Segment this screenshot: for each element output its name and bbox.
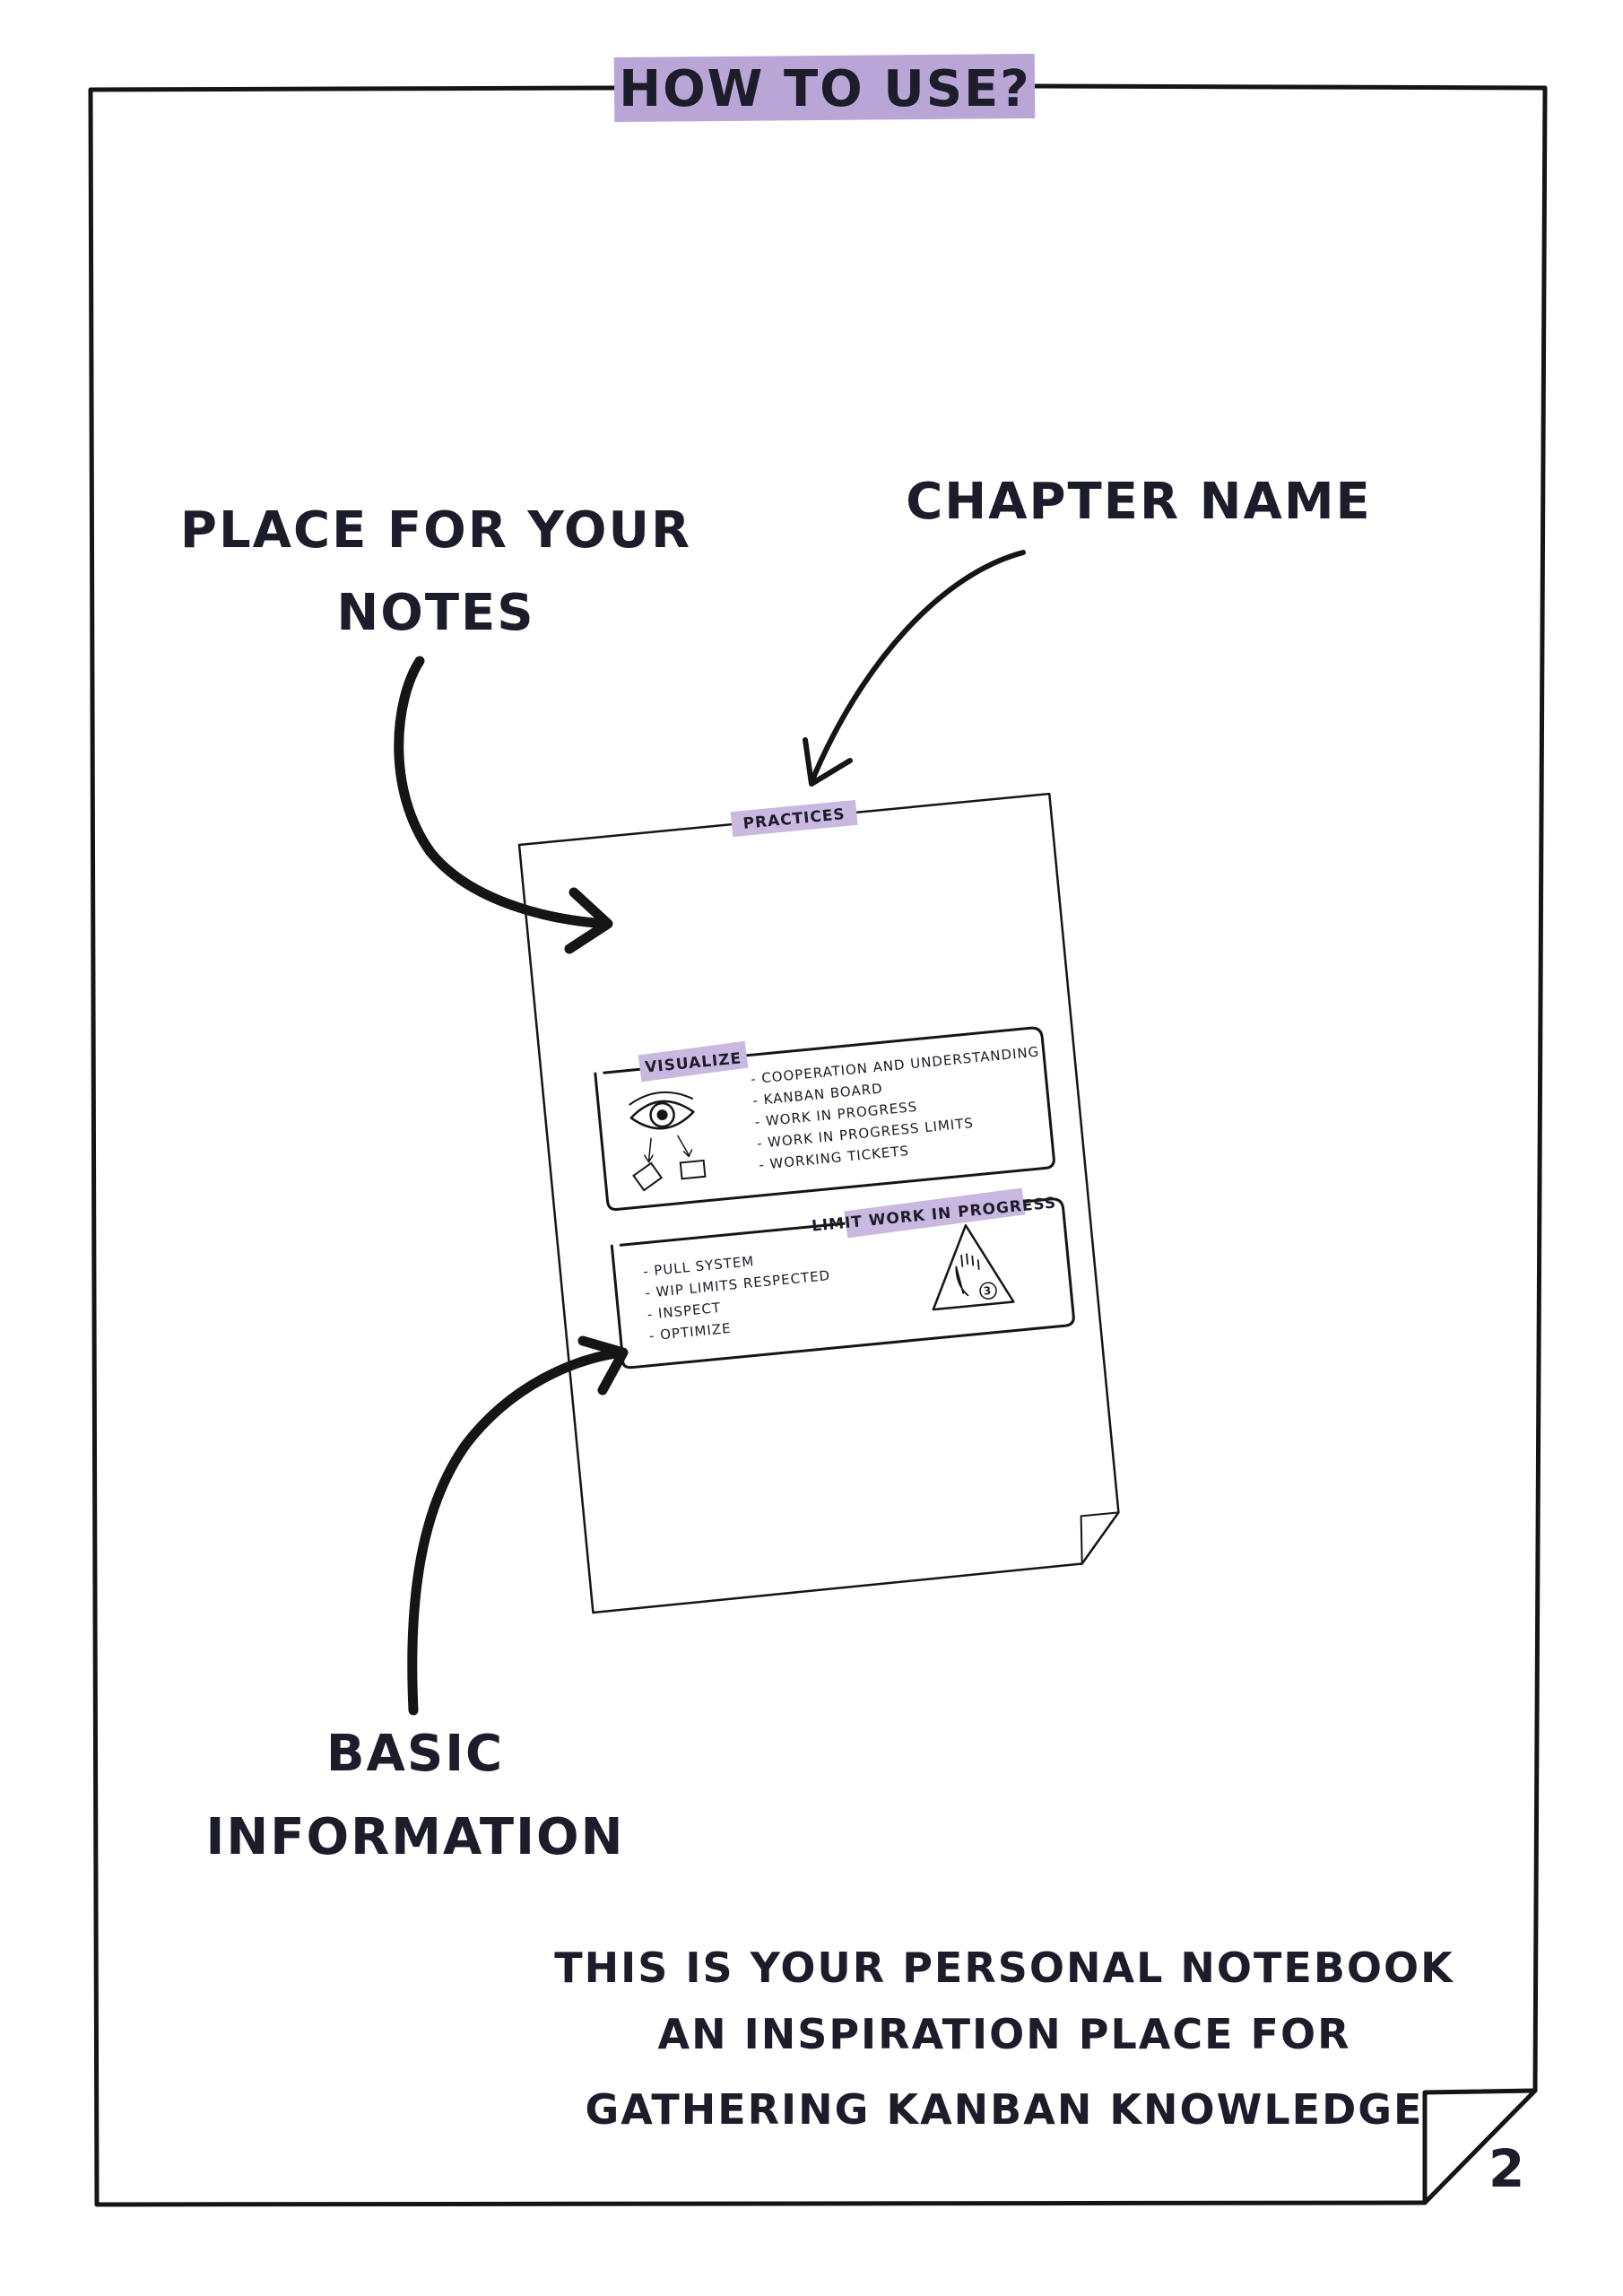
notes-callout-line1: PLACE FOR YOUR <box>180 501 691 560</box>
stop-hand-triangle-icon: 3 <box>932 1223 1015 1311</box>
chapter-callout: CHAPTER NAME <box>906 473 1372 531</box>
page-title: HOW TO USE? <box>619 60 1031 118</box>
sample-page-outline <box>517 792 1120 1614</box>
page-number: 2 <box>1488 2138 1526 2199</box>
basic-callout-line1: BASIC <box>326 1725 504 1783</box>
sample-page: PRACTICES VISUALIZE - COOPERATION AND UN… <box>517 792 1120 1614</box>
page-curl <box>1422 2088 1538 2205</box>
icon-number: 3 <box>983 1284 994 1298</box>
title-highlight <box>613 53 1036 123</box>
footer-line: GATHERING KANBAN KNOWLEDGE <box>586 2085 1424 2134</box>
list-item: - OPTIMIZE <box>648 1320 732 1344</box>
arrow-to-basic <box>407 1335 629 1716</box>
section-limit-wip: LIMIT WORK IN PROGRESS - PULL SYSTEM - W… <box>610 1187 1075 1370</box>
page-frame <box>88 83 1548 2207</box>
chapter-label-highlight <box>730 799 858 838</box>
arrow-to-chapter <box>803 550 1026 787</box>
basic-callout-line2: INFORMATION <box>206 1808 625 1866</box>
arrow-to-notes <box>394 656 613 954</box>
eye-icon <box>629 1091 707 1192</box>
notes-callout-line2: NOTES <box>336 584 534 642</box>
list-item: - INSPECT <box>647 1300 722 1323</box>
footer-line: AN INSPIRATION PLACE FOR <box>657 2010 1350 2058</box>
section-visualize: VISUALIZE - COOPERATION AND UNDERSTANDIN… <box>594 1026 1055 1211</box>
footer-line: THIS IS YOUR PERSONAL NOTEBOOK <box>554 1944 1454 1992</box>
sample-page-curl <box>1080 1511 1120 1565</box>
